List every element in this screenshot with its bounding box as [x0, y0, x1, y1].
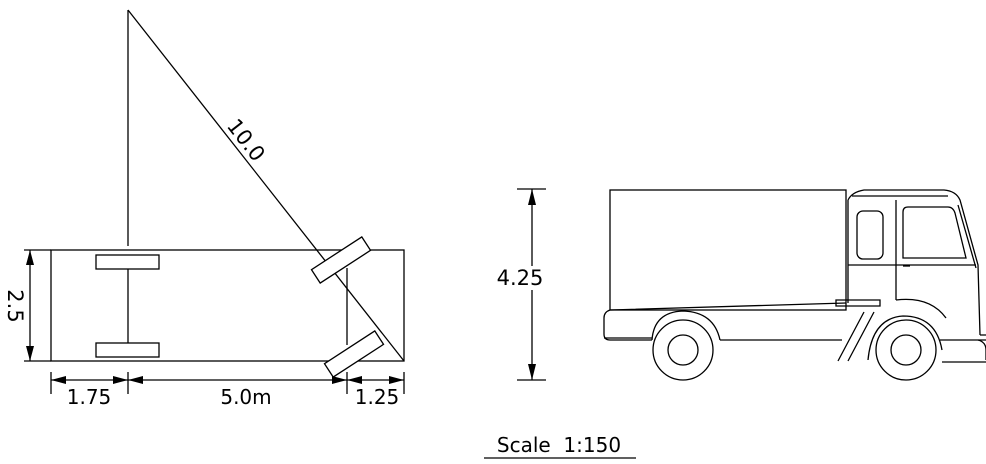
wheelbase-label: 5.0m — [220, 385, 271, 409]
front-wheel — [875, 319, 937, 381]
rear-wheel — [652, 319, 714, 381]
arrow-wb-right — [332, 376, 347, 384]
height-dimension: 4.25 — [497, 188, 546, 381]
chassis-rear — [603, 302, 847, 341]
width-arrow-bottom — [26, 346, 34, 361]
cargo-box — [609, 189, 847, 311]
scale-label: Scale 1:150 — [497, 433, 621, 457]
front-bumper — [940, 334, 986, 363]
rear-wheel-arch — [651, 310, 721, 341]
plan-truck-outline — [50, 249, 405, 362]
front-overhang-label: 1.25 — [355, 385, 400, 409]
rear-overhang-label: 1.75 — [67, 385, 112, 409]
turning-radius-line — [127, 9, 405, 362]
arrow-wb-left — [128, 376, 143, 384]
front-wheel-hub — [890, 334, 922, 366]
rear-wheel-hub — [667, 334, 699, 366]
scale-note: Scale 1:150 — [484, 433, 636, 459]
cab-rear-window — [856, 210, 884, 260]
width-label: 2.5 — [3, 289, 27, 322]
rear-right-wheel — [95, 342, 160, 358]
height-arrow-top — [528, 189, 536, 205]
arrow-front-left — [347, 376, 362, 384]
plan-view: 10.0 2.5 1.75 5.0m 1.25 — [3, 9, 405, 409]
front-right-wheel — [323, 330, 385, 378]
height-label: 4.25 — [497, 266, 544, 290]
side-view-truck — [603, 189, 986, 381]
front-wheel-arch — [867, 315, 943, 361]
rear-left-wheel — [95, 254, 160, 270]
height-arrow-bottom — [528, 364, 536, 380]
cab-door-bottom — [895, 298, 947, 319]
cab-windscreen-pillar — [957, 204, 977, 269]
cab-step — [835, 299, 881, 362]
front-left-wheel — [310, 236, 372, 284]
arrow-rear-left — [51, 376, 66, 384]
cab-door-window — [902, 206, 967, 259]
turning-radius-label: 10.0 — [222, 114, 270, 166]
arrow-rear-right — [113, 376, 128, 384]
cab-outline — [847, 189, 981, 336]
arrow-front-right — [389, 376, 404, 384]
front-bumper-corner — [977, 339, 986, 360]
width-arrow-top — [26, 250, 34, 265]
